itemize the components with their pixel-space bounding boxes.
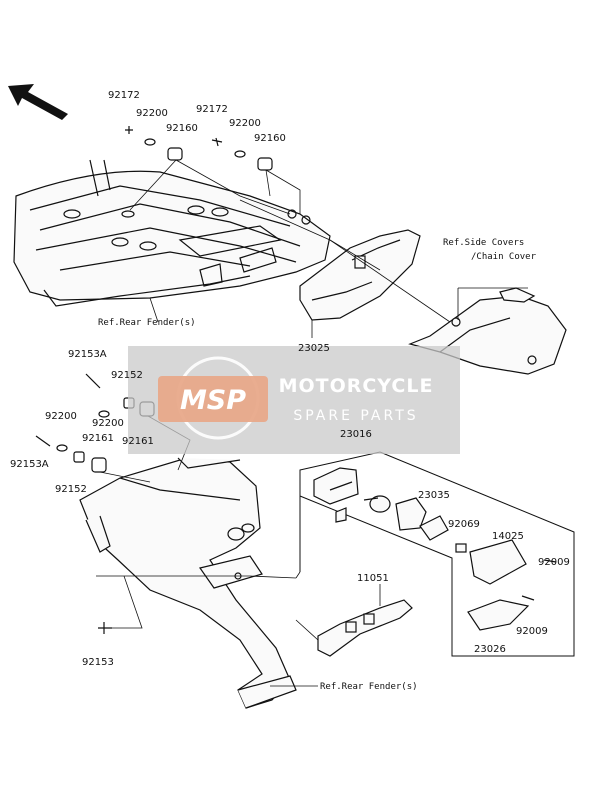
part-label: 92160 [166,123,198,134]
part-label: 92009 [516,626,548,637]
watermark-logo-badge [158,376,268,422]
part-label: 23035 [418,490,450,501]
lamp-parts-drawing [313,467,557,631]
part-label: 23025 [298,343,330,354]
part-label: 92160 [254,133,286,144]
part-label: 92161 [122,436,154,447]
ref-side-covers: Ref.Side Covers [443,238,524,248]
ref-chain-cover: /Chain Cover [471,252,537,262]
part-label: 14025 [492,531,524,542]
lamp-components-box [299,451,575,657]
part-label: 92172 [108,90,140,101]
part-label: 92200 [136,108,168,119]
upper-fasteners-drawing [125,126,273,171]
part-label: 92152 [55,484,87,495]
part-label: 92172 [196,104,228,115]
part-labels: 92172 92200 92160 92172 92200 92160 2302… [10,90,570,668]
reference-labels: Ref.Rear Fender(s) Ref.Side Covers /Chai… [98,238,537,692]
rear-fender-drawing [79,457,297,709]
part-label: 92200 [92,418,124,429]
part-label: 92153A [10,459,49,470]
upper-leader-lines [129,159,528,338]
watermark: MSP MOTORCYCLE SPARE PARTS [128,346,460,454]
part-label: 92200 [45,411,77,422]
ref-rear-fender-bottom: Ref.Rear Fender(s) [320,682,418,692]
part-label: 92069 [448,519,480,530]
part-label: 92200 [229,118,261,129]
watermark-logo: MSP [180,385,246,416]
frame-assembly-drawing [13,159,331,307]
tail-cover-23025-drawing [299,229,421,321]
part-label: 92153 [82,657,114,668]
watermark-subtitle: SPARE PARTS [293,408,418,424]
front-direction-arrow-icon [8,84,68,120]
part-label: 92153A [68,349,107,360]
license-bracket-11051-drawing [317,599,413,657]
part-label: 92161 [82,433,114,444]
part-label: 92152 [111,370,143,381]
part-label: 23026 [474,644,506,655]
ref-rear-fender-top: Ref.Rear Fender(s) [98,318,196,328]
part-label: 92009 [538,557,570,568]
part-label: 11051 [357,573,389,584]
watermark-title: MOTORCYCLE [279,375,434,397]
part-label: 23016 [340,429,372,440]
